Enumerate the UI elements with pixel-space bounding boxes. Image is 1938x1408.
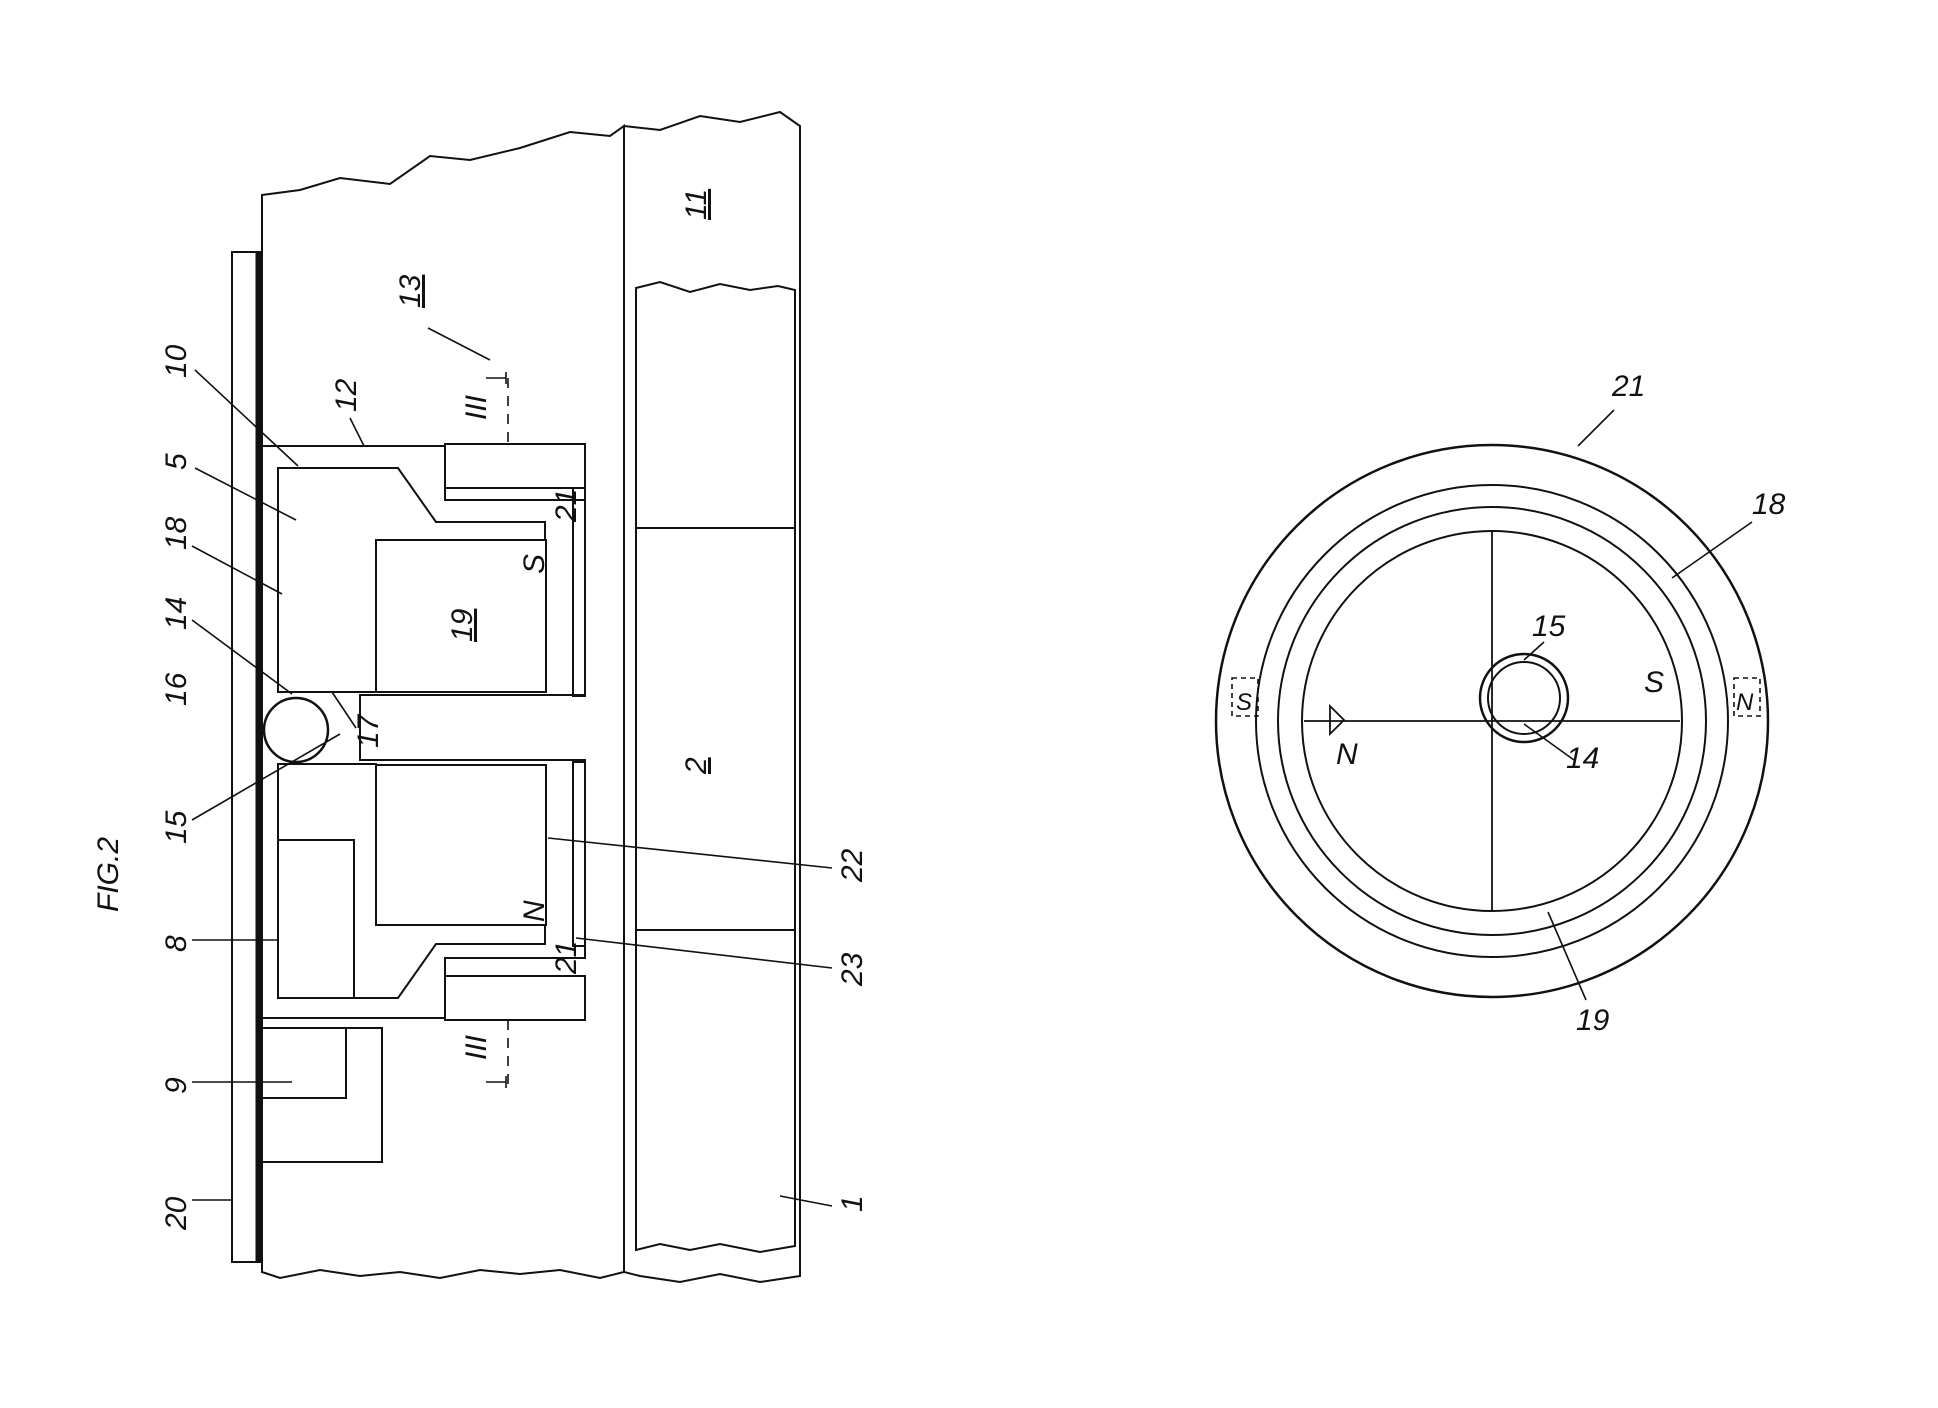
label-16: 16 — [160, 672, 193, 706]
fig3-pole-n-inner: N — [1336, 738, 1358, 771]
sleeve-23 — [572, 761, 586, 947]
fig3-label-18: 18 — [1752, 488, 1786, 521]
yoke-18-upper — [277, 467, 546, 693]
yoke-ring-18 — [1277, 506, 1707, 936]
fig3-pole-s-outer: S — [1236, 689, 1252, 716]
label-13: 13 — [394, 274, 427, 308]
fig3-pole-s-inner: S — [1644, 666, 1664, 699]
fig3-leader-lines — [1523, 409, 1753, 1001]
cap-21-bottom — [444, 975, 586, 1021]
magnet-19-upper — [375, 539, 547, 693]
label-18: 18 — [160, 516, 193, 550]
sleeve-22 — [572, 487, 586, 697]
label-21-bottom: 21 — [550, 941, 583, 975]
label-19: 19 — [446, 608, 479, 642]
block-9 — [261, 1027, 347, 1099]
pole-s-fig2: S — [518, 554, 551, 574]
yoke-18-lower — [277, 763, 546, 999]
block-8 — [277, 839, 355, 999]
label-9: 9 — [160, 1077, 193, 1094]
fig2-title: FIG.2 — [92, 837, 125, 912]
fig2-labels: FIG.2 10 12 5 18 14 16 17 15 8 9 20 13 1… — [92, 189, 869, 1231]
label-21-top: 21 — [550, 489, 583, 523]
figure-3-circular-section: 21 18 15 14 19 S N S N — [1214, 370, 1786, 1037]
ball-16 — [262, 696, 330, 764]
label-15: 15 — [160, 810, 193, 844]
outer-ring-21 — [1214, 443, 1770, 999]
fig3-pole-n-outer: N — [1736, 689, 1754, 716]
fig3-label-15: 15 — [1532, 610, 1566, 643]
bushing-15 — [1478, 652, 1570, 744]
housing-13 — [261, 124, 625, 1280]
label-22: 22 — [836, 848, 869, 883]
figure-2-cross-section: FIG.2 10 12 5 18 14 16 17 15 8 9 20 13 1… — [92, 110, 869, 1284]
section-mark-bottom: III — [460, 1035, 493, 1060]
fig2-leader-lines — [191, 327, 833, 1207]
label-8: 8 — [160, 935, 193, 952]
label-23: 23 — [836, 952, 869, 987]
section-mark-top: III — [460, 395, 493, 420]
rotor-part-1-lower — [635, 929, 796, 1254]
fig3-label-19: 19 — [1576, 1004, 1610, 1037]
label-17: 17 — [352, 713, 385, 748]
label-5: 5 — [160, 453, 193, 470]
pole-n-fig2: N — [518, 900, 551, 922]
label-12: 12 — [330, 378, 363, 412]
label-11: 11 — [680, 189, 713, 220]
label-20: 20 — [160, 1196, 193, 1231]
air-gap — [1255, 484, 1729, 958]
label-1: 1 — [836, 1195, 869, 1212]
recess-9 — [261, 1027, 383, 1163]
fig3-label-21: 21 — [1611, 370, 1645, 403]
magnet-19-lower — [375, 764, 547, 926]
rotor-part-2 — [635, 527, 796, 931]
label-14: 14 — [160, 597, 193, 630]
cap-21-top — [444, 443, 586, 489]
label-10: 10 — [160, 344, 193, 378]
core-19 — [1301, 530, 1683, 912]
fig3-labels: 21 18 15 14 19 S N S N — [1236, 370, 1786, 1037]
rotor-part-1-upper — [635, 280, 796, 529]
label-2: 2 — [680, 757, 713, 775]
shaft-14 — [1487, 661, 1561, 735]
cavity — [261, 445, 586, 1019]
rotor-11 — [623, 110, 801, 1284]
fig3-label-14: 14 — [1566, 742, 1599, 775]
